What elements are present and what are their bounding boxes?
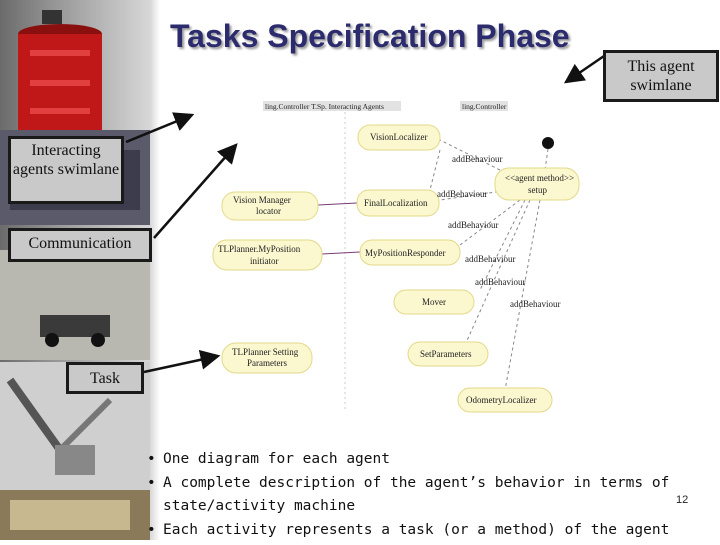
transition-setup-responder <box>459 199 521 246</box>
label-vision-manager: Vision Manager <box>233 195 291 205</box>
swimlane-header-this <box>460 101 508 111</box>
swimlane-header-interacting <box>263 101 401 111</box>
activity-mover <box>393 289 475 315</box>
page-number: 12 <box>676 494 689 506</box>
transition-setup-setparams <box>464 199 531 346</box>
label-tlplanner-role: initiator <box>250 256 279 266</box>
bullet-item: One diagram for each agent <box>145 448 685 472</box>
swimlane-header-2: ling.Controller <box>462 102 507 111</box>
arrow-communication <box>153 143 238 239</box>
activity-agent-setup <box>494 167 580 201</box>
label-tlplanner-setting: TLPlanner Setting <box>232 347 299 357</box>
bullet-item: A complete description of the agent’s be… <box>145 472 685 519</box>
transition-setup-vision <box>439 139 501 171</box>
bullet-item: Each activity represents a task (or a me… <box>145 519 685 543</box>
label-vision-manager-role: locator <box>256 206 281 216</box>
swimlane-header-1: ling.Controller T.Sp. Interacting Agents <box>265 102 384 111</box>
edge-label: addBehaviour <box>465 254 515 264</box>
label-tlplanner: TLPlanner.MyPosition <box>218 244 301 254</box>
activity-set-parameters <box>407 341 489 367</box>
transition-setup-odometry <box>504 199 541 391</box>
arrow-task <box>143 349 221 374</box>
communication-line-2 <box>321 251 361 255</box>
edge-label: addBehaviour <box>510 299 560 309</box>
edge-label: addBehaviour <box>448 220 498 230</box>
label-final-localization: FinalLocalization <box>364 198 428 208</box>
arrow-interacting-agents <box>125 112 195 144</box>
activity-vision-localizer <box>357 124 441 151</box>
edge-label: addBehaviour <box>452 154 502 164</box>
bullet-list: One diagram for each agent A complete de… <box>145 448 685 542</box>
label-agent-setup: setup <box>528 185 547 195</box>
callout-communication: Communication <box>8 228 152 262</box>
strip-fade <box>150 0 160 540</box>
transition-setup-mover <box>479 199 526 291</box>
edge-label: addBehaviour <box>437 189 487 199</box>
transition-vision-final <box>429 149 441 191</box>
callout-interacting-agents-swimlane: Interacting agents swimlane <box>8 136 124 204</box>
callout-task: Task <box>66 362 144 394</box>
activity-tlplanner-myposition <box>212 239 323 271</box>
label-odometry-localizer: OdometryLocalizer <box>466 395 536 405</box>
activity-final-localization <box>356 189 440 217</box>
activity-tlplanner-setting <box>221 342 313 374</box>
edge-label: addBehaviour <box>475 277 525 287</box>
label-vision-localizer: VisionLocalizer <box>370 132 427 142</box>
label-mover: Mover <box>422 297 446 307</box>
arrow-this-agent <box>563 54 605 84</box>
start-node <box>542 137 554 149</box>
callout-this-agent-swimlane: This agent swimlane <box>603 50 719 102</box>
transitions <box>429 139 549 391</box>
label-agent-setup-stereotype: <<agent method>> <box>505 173 574 183</box>
activity-odometry-localizer <box>457 387 553 413</box>
label-set-parameters: SetParameters <box>420 349 472 359</box>
label-myposition-responder: MyPositionResponder <box>365 248 446 258</box>
label-tlplanner-setting-2: Parameters <box>247 358 287 368</box>
activity-myposition-responder <box>359 239 461 266</box>
communication-line-1 <box>317 202 358 206</box>
transition-start-setup <box>544 148 549 171</box>
activity-vision-manager <box>221 191 319 221</box>
slide-title: Tasks Specification Phase <box>170 18 570 54</box>
